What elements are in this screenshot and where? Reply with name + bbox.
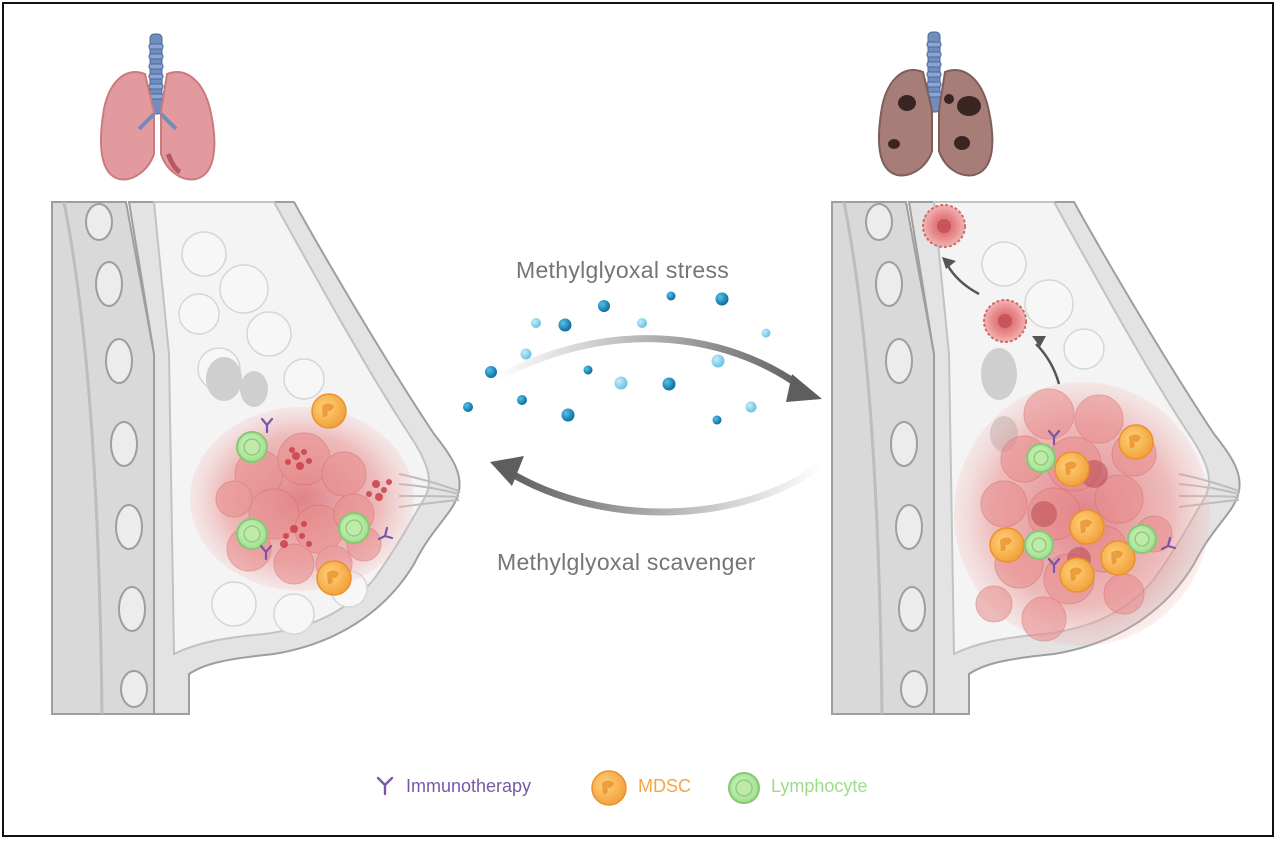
methylglyoxal-droplets — [463, 291, 771, 425]
legend-mdsc-label: MDSC — [638, 776, 691, 796]
lymphocyte-cell-icon — [236, 518, 268, 550]
mdsc-cell-icon — [1118, 424, 1154, 460]
scavenger-arrow — [490, 456, 826, 516]
lymphocyte-cell-icon — [728, 772, 760, 804]
mdsc-cell-icon — [591, 770, 627, 806]
mdsc-cell-icon — [1059, 557, 1095, 593]
metastatic-cell — [922, 204, 966, 248]
mdsc-cell-icon — [316, 560, 352, 596]
legend: Immunotherapy MDSC Lymphocyte — [4, 770, 1272, 806]
lymphocyte-cell-icon — [1026, 443, 1056, 473]
left-breast — [51, 201, 461, 715]
methylglyoxal-scavenger-label: Methylglyoxal scavenger — [497, 549, 756, 575]
lymphocyte-cell-icon — [1024, 530, 1054, 560]
healthy-lung-icon — [100, 33, 216, 181]
stress-arrow — [492, 335, 822, 402]
antibody-icon — [376, 776, 394, 796]
lymphocyte-cell-icon — [338, 512, 370, 544]
mdsc-cell-icon — [1069, 509, 1105, 545]
methylglyoxal-stress-label: Methylglyoxal stress — [516, 257, 730, 283]
right-breast — [831, 201, 1241, 715]
metastatic-cell — [983, 299, 1027, 343]
illustration — [51, 31, 1241, 715]
antibody-icon — [1047, 429, 1177, 574]
antibody-icon — [259, 417, 394, 561]
lymphocyte-cell-icon — [1127, 524, 1157, 554]
lymphocyte-cell-icon — [236, 431, 268, 463]
mdsc-cell-icon — [989, 527, 1025, 563]
legend-lymphocyte-label: Lymphocyte — [771, 776, 868, 796]
mdsc-cell-icon — [311, 393, 347, 429]
mdsc-cell-icon — [1054, 451, 1090, 487]
metastatic-lung-icon — [878, 31, 994, 177]
legend-immunotherapy-label: Immunotherapy — [406, 776, 532, 796]
mdsc-cell-icon — [1100, 540, 1136, 576]
